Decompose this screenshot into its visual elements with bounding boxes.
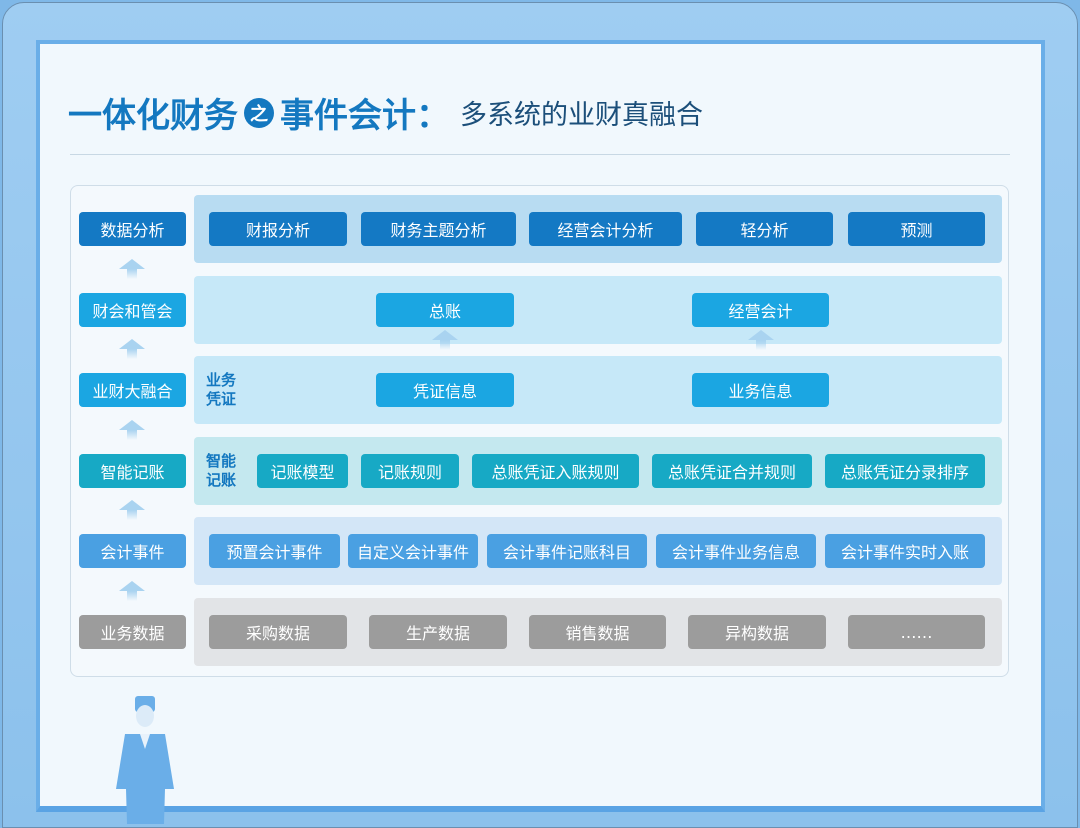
zhi-badge: 之 [244, 97, 274, 128]
layer-item[interactable]: 总账凭证入账规则 [472, 454, 639, 488]
layer-item[interactable]: 记账模型 [257, 454, 348, 488]
layer-label: 智能记账 [79, 454, 186, 488]
title-part-1: 一体化财务 [68, 96, 238, 136]
layer-item[interactable]: 总账 [376, 293, 514, 327]
layer-item[interactable]: 生产数据 [369, 615, 507, 649]
layer-item[interactable]: 会计事件实时入账 [825, 534, 985, 568]
layer-item[interactable]: 经营会计 [692, 293, 829, 327]
presenter-figure-icon [116, 696, 174, 824]
layer-item[interactable]: 财务主题分析 [361, 212, 516, 246]
layer-item[interactable]: 总账凭证合并规则 [652, 454, 812, 488]
layer-item[interactable]: 会计事件记账科目 [487, 534, 647, 568]
layer-label: 财会和管会 [79, 293, 186, 327]
layer-item[interactable]: 业务信息 [692, 373, 829, 407]
layer-item[interactable]: 财报分析 [209, 212, 347, 246]
up-arrow-icon [119, 339, 145, 359]
layer-item[interactable]: 记账规则 [361, 454, 459, 488]
layer-item[interactable]: 轻分析 [696, 212, 833, 246]
layer-item[interactable]: …… [848, 615, 985, 649]
up-arrow-icon [748, 330, 774, 350]
page-title: 一体化财务 之 事件会计： 多系统的业财真融合 [68, 88, 703, 137]
layer-item[interactable]: 总账凭证分录排序 [825, 454, 985, 488]
up-arrow-icon [432, 330, 458, 350]
layer-label: 数据分析 [79, 212, 186, 246]
layer-item[interactable]: 自定义会计事件 [348, 534, 478, 568]
layer-band-1 [194, 276, 1002, 344]
subtitle: 多系统的业财真融合 [460, 100, 703, 131]
up-arrow-icon [119, 420, 145, 440]
layer-item[interactable]: 异构数据 [688, 615, 826, 649]
layer-item[interactable]: 经营会计分析 [529, 212, 682, 246]
title-part-2: 事件会计： [280, 96, 450, 136]
up-arrow-icon [119, 581, 145, 601]
layer-band-2 [194, 356, 1002, 424]
layer-item[interactable]: 凭证信息 [376, 373, 514, 407]
divider [70, 154, 1010, 155]
diagram-container [70, 185, 1009, 677]
up-arrow-icon [119, 259, 145, 279]
layer-label: 会计事件 [79, 534, 186, 568]
layer-item[interactable]: 会计事件业务信息 [656, 534, 816, 568]
layer-side-label: 业务凭证 [206, 371, 237, 408]
layer-label: 业务数据 [79, 615, 186, 649]
layer-side-label: 智能记账 [206, 452, 237, 489]
layer-item[interactable]: 预测 [848, 212, 985, 246]
layer-item[interactable]: 销售数据 [529, 615, 666, 649]
layer-item[interactable]: 采购数据 [209, 615, 347, 649]
up-arrow-icon [119, 500, 145, 520]
layer-label: 业财大融合 [79, 373, 186, 407]
layer-item[interactable]: 预置会计事件 [209, 534, 340, 568]
